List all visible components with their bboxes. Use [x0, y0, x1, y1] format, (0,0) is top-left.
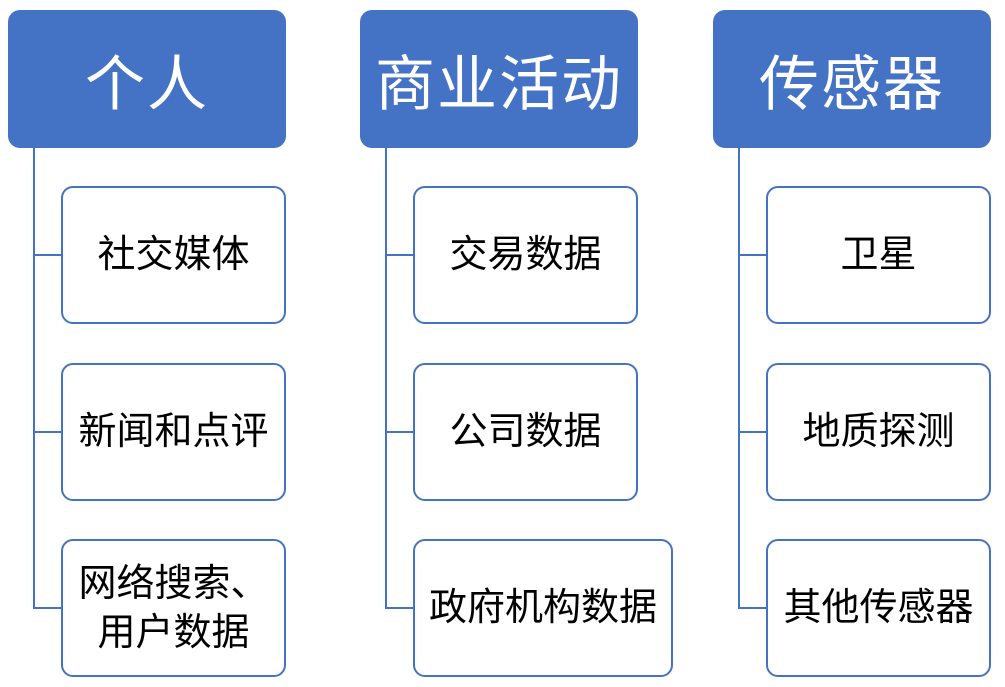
node-label: 网络搜索、 用户数据	[78, 560, 269, 654]
column-header-individual: 个人	[8, 10, 286, 148]
node-transaction-data: 交易数据	[413, 186, 638, 324]
node-geological-survey: 地质探测	[766, 363, 991, 501]
connector-branch	[738, 254, 766, 256]
node-label: 公司数据	[449, 409, 602, 454]
node-news-reviews: 新闻和点评	[61, 363, 286, 501]
node-label: 新闻和点评	[78, 409, 269, 454]
column-header-label: 传感器	[759, 49, 945, 120]
node-company-data: 公司数据	[413, 363, 638, 501]
node-government-data: 政府机构数据	[413, 539, 673, 677]
connector-branch	[385, 431, 413, 433]
connector-branch	[385, 607, 413, 609]
connector-branch	[738, 607, 766, 609]
node-social-media: 社交媒体	[61, 186, 286, 324]
connector-branch	[33, 431, 61, 433]
column-header-business: 商业活动	[360, 10, 638, 148]
column-header-label: 商业活动	[375, 49, 623, 120]
node-label: 政府机构数据	[428, 585, 657, 630]
connector-trunk	[738, 148, 740, 608]
column-header-label: 个人	[85, 49, 209, 120]
connector-branch	[33, 607, 61, 609]
column-header-sensors: 传感器	[713, 10, 991, 148]
node-other-sensors: 其他传感器	[766, 539, 991, 677]
connector-branch	[738, 431, 766, 433]
node-label: 其他传感器	[783, 585, 974, 630]
connector-trunk	[33, 148, 35, 608]
connector-trunk	[385, 148, 387, 608]
node-web-search-user-data: 网络搜索、 用户数据	[61, 539, 286, 677]
node-label: 地质探测	[802, 409, 955, 454]
connector-branch	[385, 254, 413, 256]
node-label: 交易数据	[449, 232, 602, 277]
node-label: 社交媒体	[97, 232, 250, 277]
node-label: 卫星	[840, 232, 917, 277]
connector-branch	[33, 254, 61, 256]
node-satellite: 卫星	[766, 186, 991, 324]
